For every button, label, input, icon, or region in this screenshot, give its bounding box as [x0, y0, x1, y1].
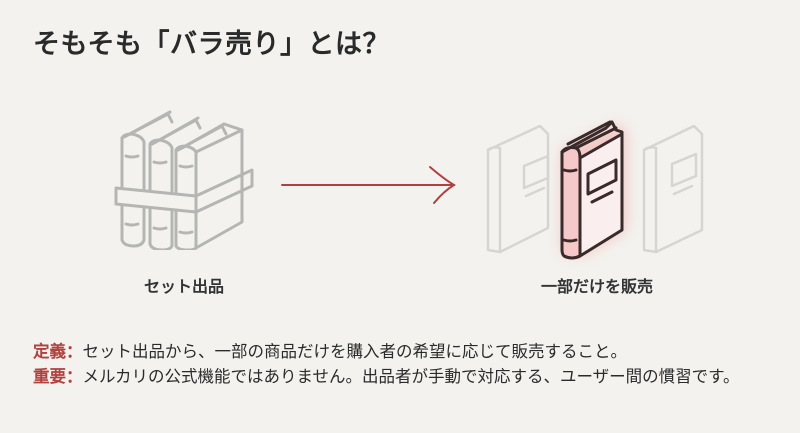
definition-note: 定義：セット出品から、一部の商品だけを購入者の希望に応じて販売すること。 [33, 339, 780, 364]
important-note: 重要：メルカリの公式機能ではありません。出品者が手動で対応する、ユーザー間の慣習… [33, 364, 780, 389]
right-arrow-icon [278, 165, 460, 205]
definition-text: セット出品から、一部の商品だけを購入者の希望に応じて販売すること。 [82, 342, 628, 361]
page-title: そもそも「バラ売り」とは？ [33, 29, 390, 60]
definition-sep: ： [66, 342, 83, 361]
important-text: メルカリの公式機能ではありません。出品者が手動で対応する、ユーザー間の慣習です。 [82, 367, 740, 386]
notes: 定義：セット出品から、一部の商品だけを購入者の希望に応じて販売すること。 重要：… [33, 339, 780, 389]
bundled-books-icon [112, 100, 258, 252]
single-book-highlighted-icon [476, 100, 716, 270]
important-key: 重要 [33, 367, 66, 386]
important-sep: ： [66, 367, 83, 386]
bundle-listing-label: セット出品 [143, 277, 224, 296]
definition-key: 定義 [33, 342, 66, 361]
partial-sale-label: 一部だけを販売 [540, 277, 653, 296]
